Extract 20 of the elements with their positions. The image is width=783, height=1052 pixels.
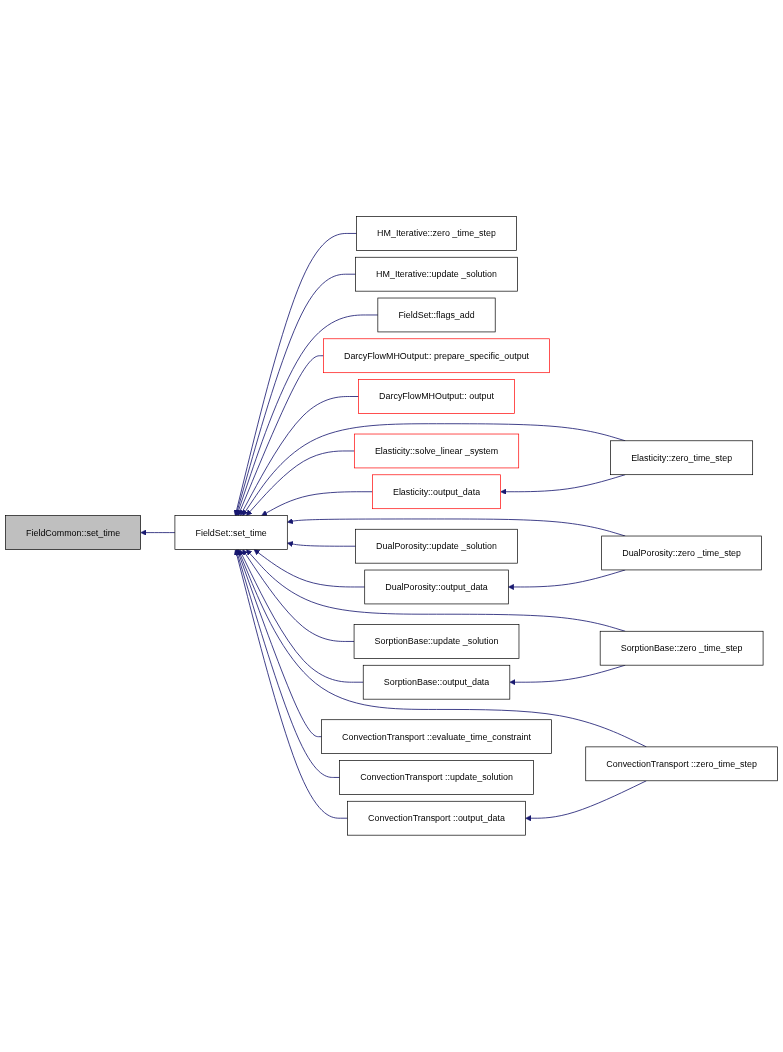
node-box: SorptionBase::zero _time_step xyxy=(599,631,764,666)
node-box: ConvectionTransport ::zero_time_step xyxy=(585,746,778,782)
node-box: DualPorosity::zero _time_step xyxy=(601,535,762,571)
node-box: HM_Iterative::zero _time_step xyxy=(356,216,517,251)
node-box: Elasticity::solve_linear _system xyxy=(354,433,520,469)
node-box: FieldSet::set_time xyxy=(174,515,288,551)
node-box: ConvectionTransport ::output_data xyxy=(347,801,526,836)
node-box: HM_Iterative::update _solution xyxy=(355,257,518,292)
node-box: DarcyFlowMHOutput:: output xyxy=(358,379,515,414)
node-box: Elasticity::zero_time_step xyxy=(610,440,754,476)
node-box: DualPorosity::output_data xyxy=(364,569,509,605)
node-box: FieldCommon::set_time xyxy=(5,515,141,551)
node-box: FieldSet::flags_add xyxy=(377,297,496,333)
node-box: DarcyFlowMHOutput:: prepare_specific_output xyxy=(323,338,550,374)
node-box: DualPorosity::update _solution xyxy=(355,529,518,564)
node-box: Elasticity::output_data xyxy=(372,474,501,510)
node-box: SorptionBase::output_data xyxy=(362,665,511,700)
node-box: ConvectionTransport ::evaluate_time_constraint xyxy=(321,719,552,755)
node-box: SorptionBase::update _solution xyxy=(353,624,520,659)
node-box: ConvectionTransport ::update_solution xyxy=(339,760,534,795)
